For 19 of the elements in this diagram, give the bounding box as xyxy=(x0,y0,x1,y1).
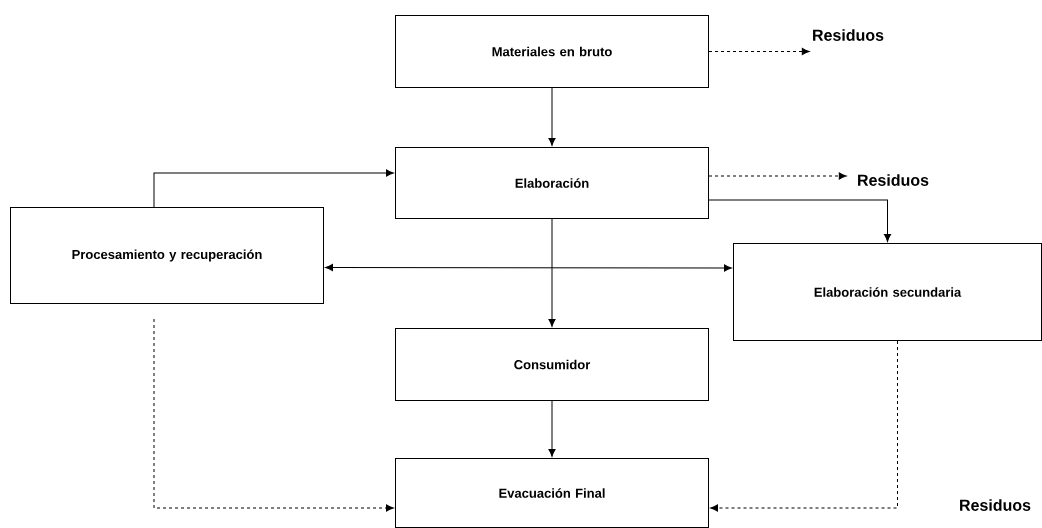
arrow xyxy=(548,218,556,327)
process-box: Elaboración xyxy=(395,147,709,219)
process-box: Materiales en bruto xyxy=(395,15,709,88)
arrow xyxy=(708,47,810,56)
output-label: Residuos xyxy=(858,174,929,186)
arrow xyxy=(153,318,394,512)
process-box: Consumidor xyxy=(395,328,709,401)
arrow xyxy=(710,340,898,512)
arrow xyxy=(325,263,732,272)
arrow xyxy=(708,199,892,242)
note-label: Residuos xyxy=(960,499,1031,511)
arrow xyxy=(153,169,394,208)
process-box: Evacuación Final xyxy=(395,458,709,528)
output-label: Residuos xyxy=(813,29,884,41)
arrow xyxy=(708,172,847,180)
process-box: Elaboración secundaria xyxy=(733,243,1042,341)
arrow xyxy=(548,400,556,457)
process-box: Procesamiento y recuperación xyxy=(10,207,324,304)
arrow xyxy=(548,87,556,146)
